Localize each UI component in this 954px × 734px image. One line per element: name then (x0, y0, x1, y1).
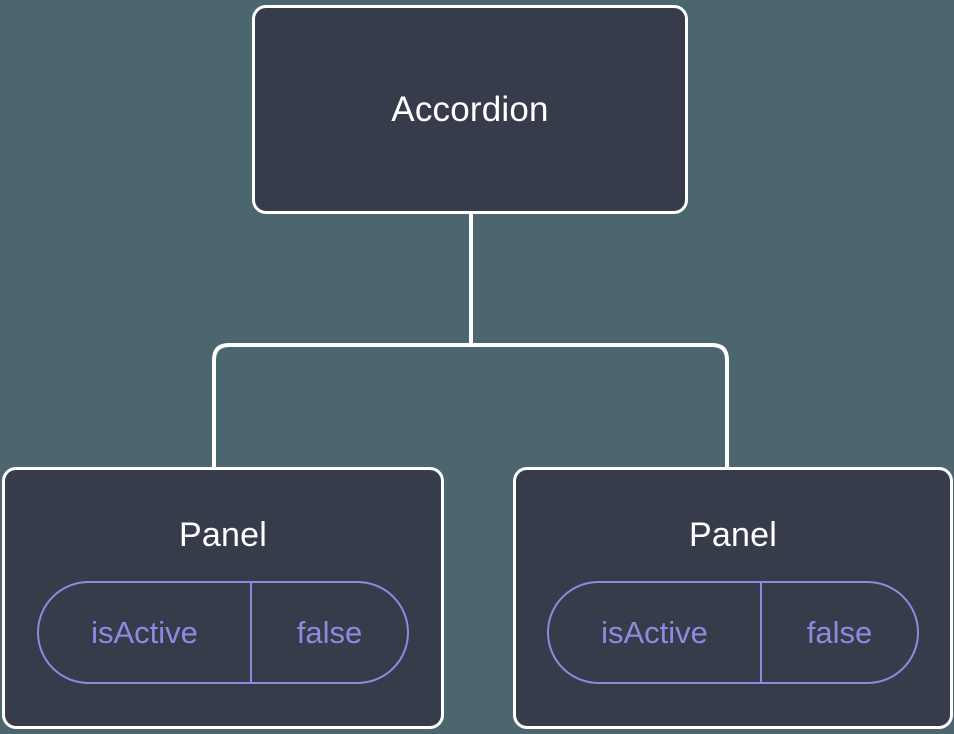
edge-accordion-to-panel-1 (471, 343, 729, 470)
node-accordion-title: Accordion (391, 90, 549, 129)
node-panel-0[interactable]: Panel isActive false (2, 467, 444, 729)
state-pill-key: isActive (601, 615, 708, 650)
node-accordion[interactable]: Accordion (252, 5, 688, 214)
state-pill-value: false (250, 583, 407, 682)
node-panel-1-title: Panel (689, 516, 777, 554)
state-pill-key: isActive (91, 615, 198, 650)
state-pill-isactive-panel-0[interactable]: isActive false (37, 581, 409, 684)
state-pill-isactive-panel-1[interactable]: isActive false (547, 581, 919, 684)
node-panel-0-title: Panel (179, 516, 267, 554)
node-panel-1[interactable]: Panel isActive false (513, 467, 953, 729)
state-pill-value: false (760, 583, 917, 682)
edge-accordion-to-panel-0 (212, 343, 471, 470)
